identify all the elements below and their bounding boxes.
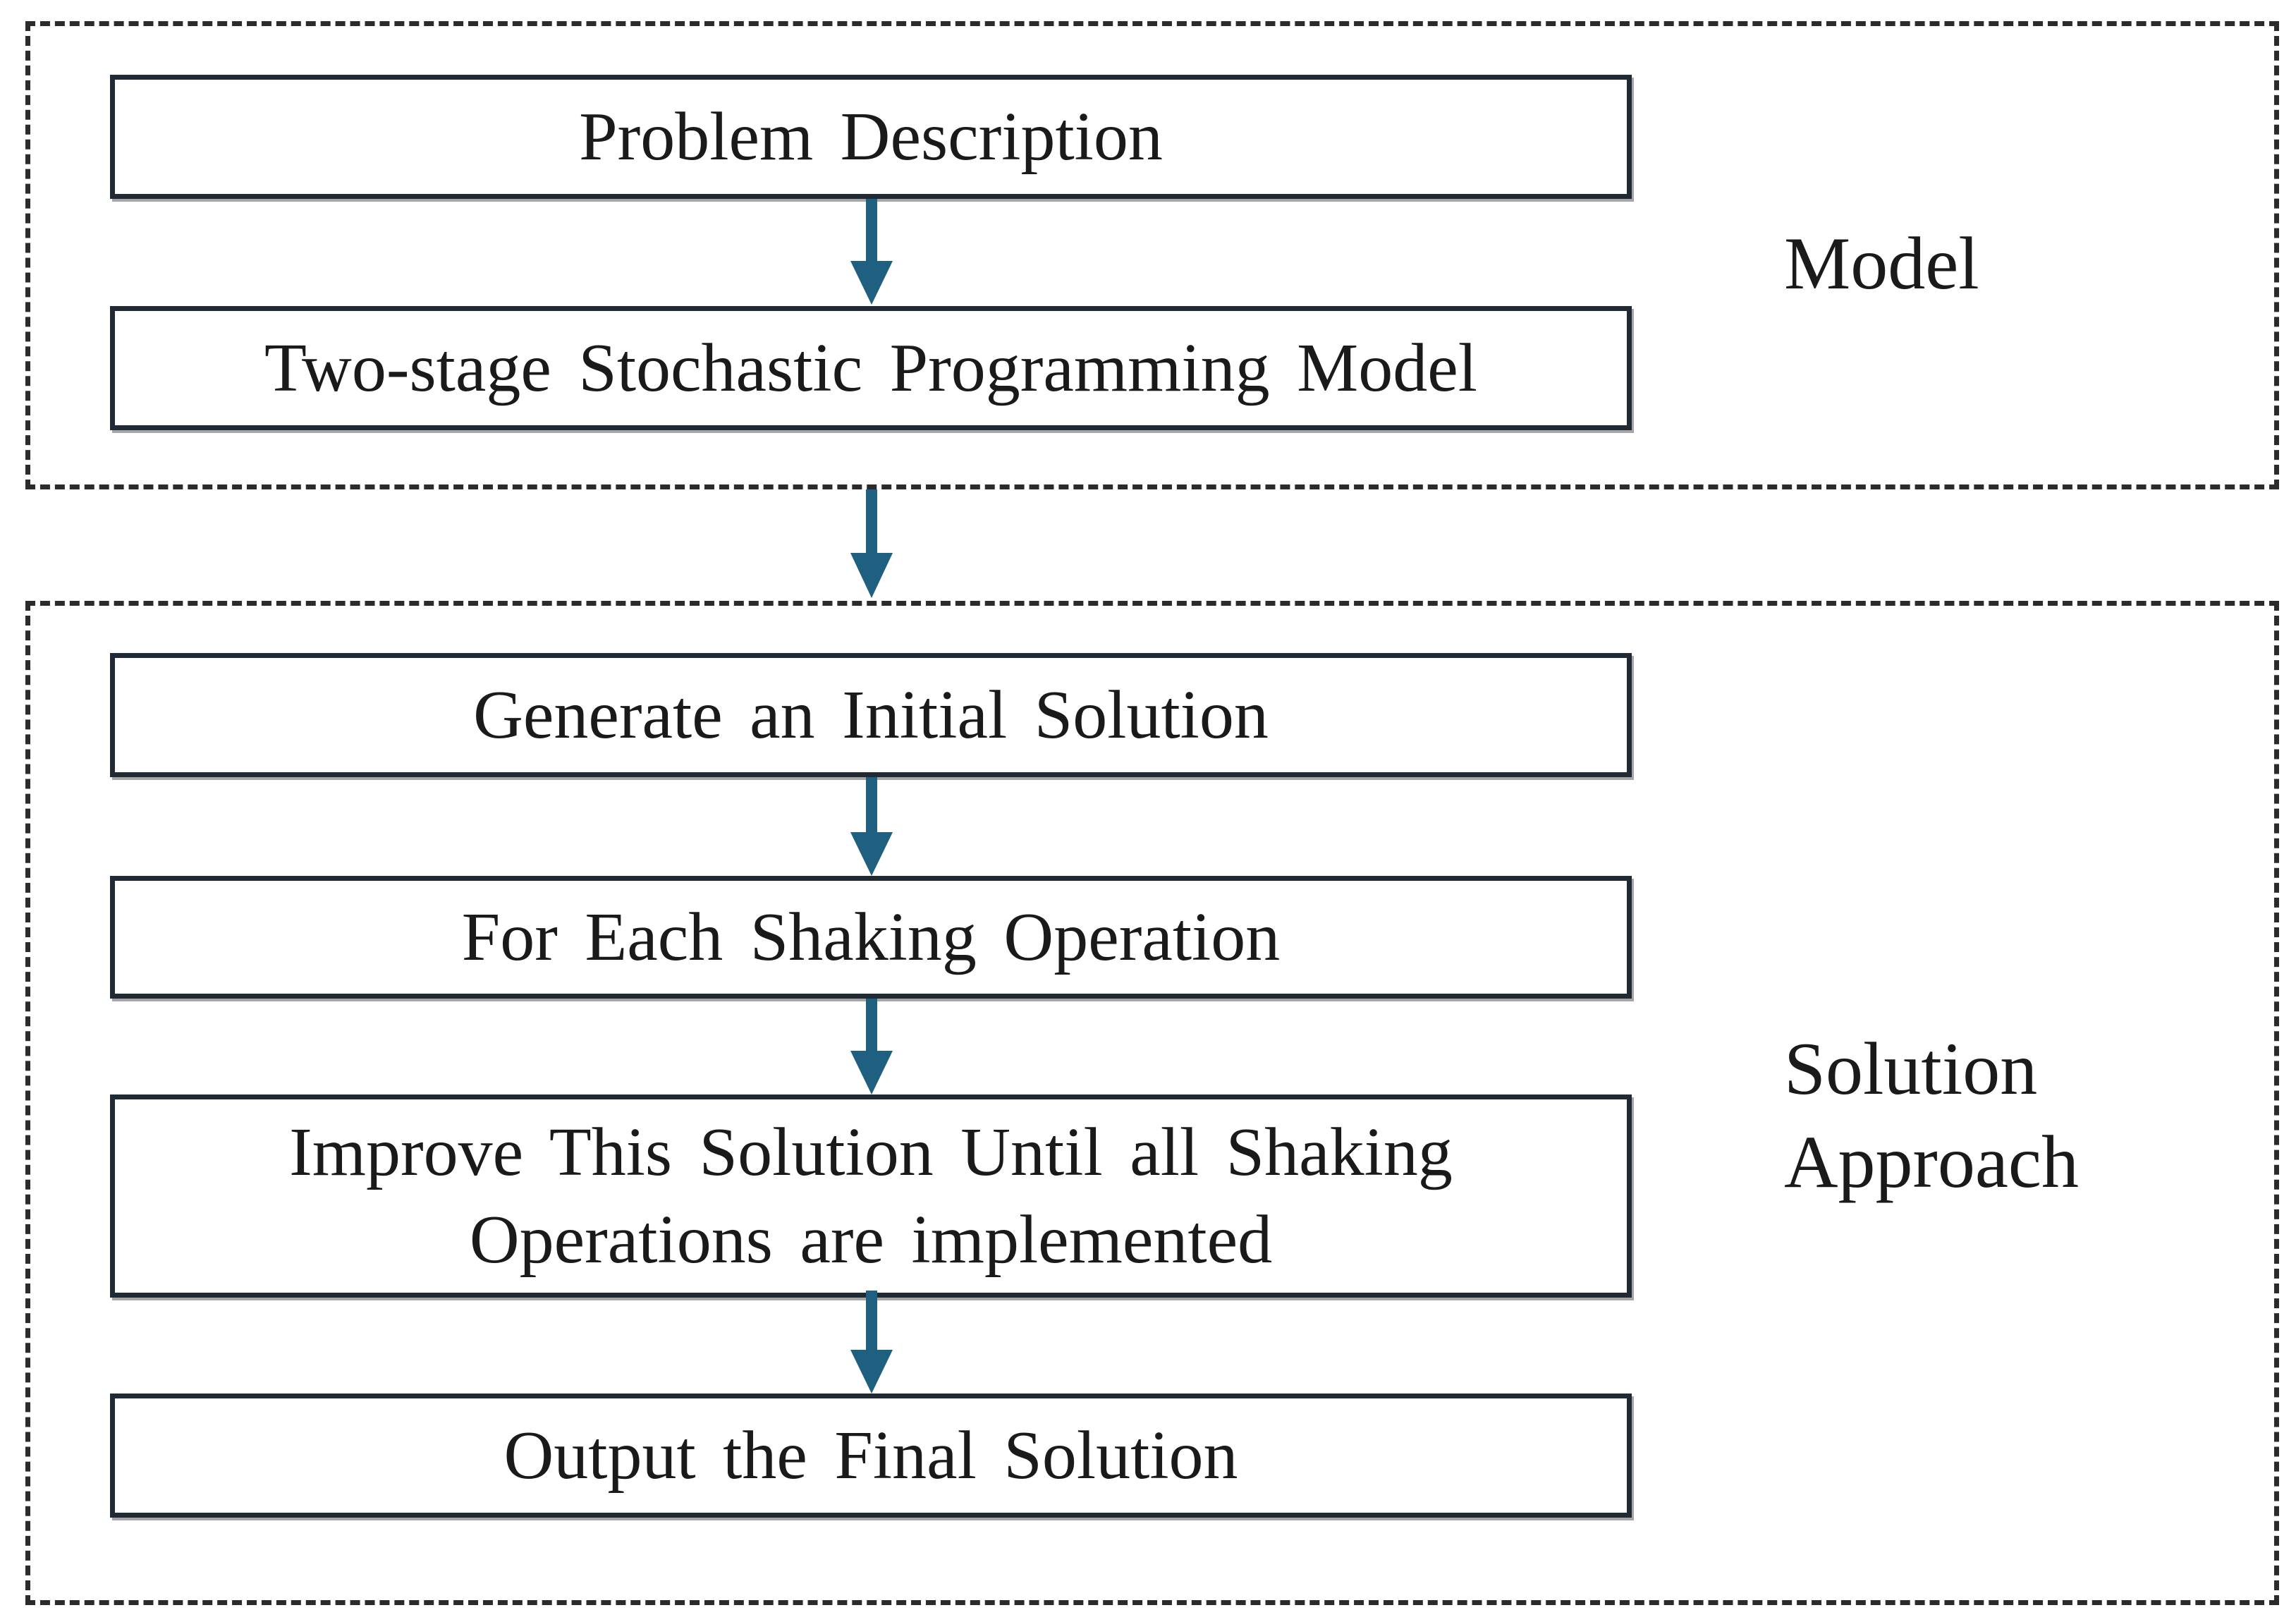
step-generate-initial-solution: Generate an Initial Solution bbox=[110, 653, 1632, 777]
solution-approach-group bbox=[25, 601, 2279, 1605]
step-label: Two-stage Stochastic Programming Model bbox=[264, 330, 1477, 406]
solution-approach-group-label: Solution Approach bbox=[1784, 1023, 2079, 1209]
step-improve-solution: Improve This Solution Until all Shaking … bbox=[110, 1094, 1632, 1298]
model-group bbox=[25, 21, 2279, 489]
model-group-label: Model bbox=[1784, 222, 1979, 305]
step-label: Problem Description bbox=[579, 99, 1163, 175]
step-label: For Each Shaking Operation bbox=[461, 899, 1281, 975]
arrow-model-to-solution bbox=[850, 489, 893, 598]
step-two-stage-model: Two-stage Stochastic Programming Model bbox=[110, 306, 1632, 430]
group-label-line: Approach bbox=[1784, 1121, 2079, 1203]
group-label-line: Solution bbox=[1784, 1028, 2038, 1110]
step-label-line: Operations are implemented bbox=[469, 1202, 1273, 1278]
step-for-each-shaking-operation: For Each Shaking Operation bbox=[110, 876, 1632, 999]
step-label: Generate an Initial Solution bbox=[473, 677, 1269, 753]
step-output-final-solution: Output the Final Solution bbox=[110, 1394, 1632, 1518]
step-label-line: Improve This Solution Until all Shaking bbox=[289, 1114, 1453, 1190]
step-problem-description: Problem Description bbox=[110, 75, 1632, 199]
step-label: Output the Final Solution bbox=[503, 1417, 1238, 1494]
